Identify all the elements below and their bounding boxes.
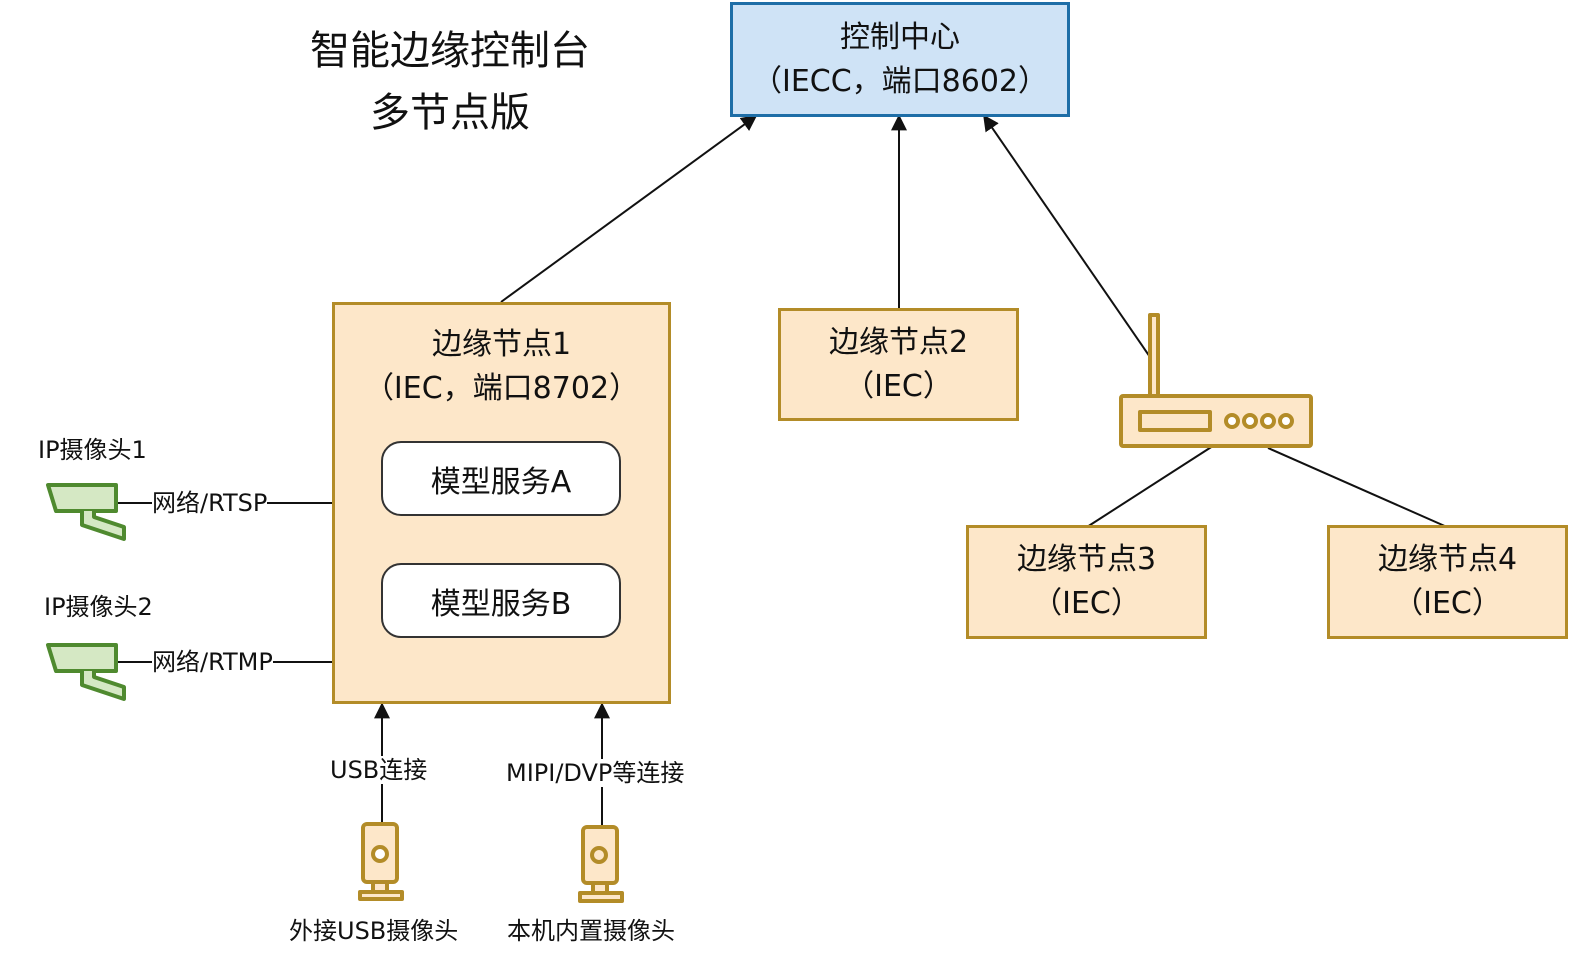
builtin-camera-label: 本机内置摄像头 — [507, 917, 675, 945]
webcam-icon — [578, 825, 624, 903]
model-service-a-label: 模型服务A — [430, 464, 572, 500]
arrow-router-to-center — [983, 114, 1151, 358]
wifi-router-icon — [1119, 313, 1313, 448]
ip-camera-1-label: IP摄像头1 — [38, 436, 147, 464]
edge-node-2-name: 边缘节点2 — [828, 324, 969, 360]
control-center-box[interactable]: 控制中心 （IECC，端口8602） — [730, 2, 1070, 117]
webcam-icon — [358, 822, 404, 901]
edge-node-1-detail: （IEC，端口8702） — [363, 371, 640, 406]
edge-node-1-name: 边缘节点1 — [431, 327, 572, 362]
line-router-to-node4 — [1267, 447, 1448, 528]
usb-link-label: USB连接 — [330, 756, 428, 784]
title-line-2: 多节点版 — [370, 90, 530, 136]
edge-node-2-detail: （IEC） — [844, 368, 953, 404]
edge-node-3-box[interactable]: 边缘节点3 （IEC） — [966, 525, 1207, 639]
cctv-camera-icon — [46, 643, 126, 701]
title-line-1: 智能边缘控制台 — [310, 28, 590, 74]
mipi-link-label: MIPI/DVP等连接 — [506, 759, 685, 787]
line-router-to-node3 — [1086, 443, 1217, 528]
control-center-detail: （IECC，端口8602） — [751, 63, 1049, 99]
edge-node-4-box[interactable]: 边缘节点4 （IEC） — [1327, 525, 1568, 639]
model-service-b[interactable]: 模型服务B — [381, 563, 621, 638]
model-service-a[interactable]: 模型服务A — [381, 441, 621, 516]
edge-node-4-name: 边缘节点4 — [1377, 542, 1518, 577]
model-service-b-label: 模型服务B — [430, 586, 572, 622]
edge-node-3-detail: （IEC） — [1032, 586, 1141, 621]
ip-camera-2-label: IP摄像头2 — [44, 593, 153, 621]
edge-node-4-detail: （IEC） — [1393, 586, 1502, 621]
ip-camera-1-link-label: 网络/RTSP — [152, 489, 268, 517]
usb-camera-label: 外接USB摄像头 — [289, 917, 459, 945]
arrow-node1-to-center — [500, 115, 758, 303]
edge-node-2-box[interactable]: 边缘节点2 （IEC） — [778, 308, 1019, 421]
edge-node-3-name: 边缘节点3 — [1016, 542, 1157, 577]
control-center-name: 控制中心 — [840, 19, 960, 55]
diagram-title: 智能边缘控制台 多节点版 — [290, 20, 610, 144]
ip-camera-2-link-label: 网络/RTMP — [152, 648, 273, 676]
cctv-camera-icon — [46, 483, 126, 541]
